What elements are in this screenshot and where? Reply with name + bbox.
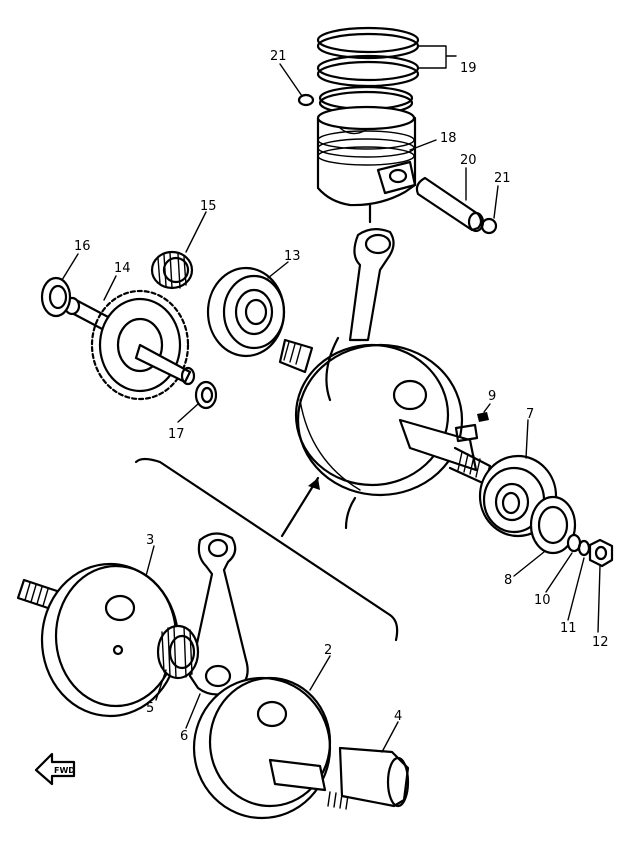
callout-5: 5 xyxy=(146,701,154,716)
nut-12 xyxy=(588,538,614,568)
callout-9: 9 xyxy=(488,389,496,404)
lockwasher-11 xyxy=(577,539,591,557)
callout-11: 11 xyxy=(560,621,577,636)
bearing-left xyxy=(206,266,286,358)
callout-6: 6 xyxy=(180,729,188,744)
leader-lines xyxy=(61,45,601,753)
piston-rings xyxy=(316,26,420,116)
callout-19: 19 xyxy=(460,61,477,76)
forward-arrow-icon: FWD xyxy=(34,752,75,786)
piston xyxy=(316,105,417,224)
primary-drive-gear xyxy=(63,289,196,401)
spacer-washer xyxy=(40,276,72,318)
callout-21-right: 21 xyxy=(494,171,511,186)
callout-21-left: 21 xyxy=(270,49,287,64)
callout-4: 4 xyxy=(394,709,402,724)
thrust-washer xyxy=(194,380,218,410)
callout-15: 15 xyxy=(200,199,217,214)
crank-pin-bearing xyxy=(156,624,200,680)
circlip-left xyxy=(297,93,315,107)
callout-7: 7 xyxy=(526,407,534,422)
callout-3: 3 xyxy=(146,533,154,548)
oil-seal xyxy=(529,495,577,555)
callout-12: 12 xyxy=(592,635,609,650)
forward-arrow-label: FWD xyxy=(54,766,75,775)
callout-17: 17 xyxy=(168,427,185,442)
crank-half-left xyxy=(16,562,180,718)
connecting-rod-lower xyxy=(188,532,249,696)
callout-8: 8 xyxy=(504,573,512,588)
callout-20: 20 xyxy=(460,153,477,168)
crank-pin-4 xyxy=(338,746,410,808)
callout-14: 14 xyxy=(114,261,131,276)
assembly-bracket xyxy=(134,457,399,642)
callout-13: 13 xyxy=(284,249,301,264)
callout-labels: 21 19 18 20 21 15 16 14 13 17 9 7 8 10 1… xyxy=(74,49,609,744)
callout-2: 2 xyxy=(324,643,332,658)
needle-bearing-small xyxy=(150,250,194,290)
circlip-right xyxy=(480,217,498,235)
callout-18: 18 xyxy=(440,131,457,146)
callout-16: 16 xyxy=(74,239,91,254)
piston-pin xyxy=(415,176,485,233)
crank-half-right xyxy=(192,676,349,820)
crankshaft-assembly xyxy=(278,228,492,497)
callout-10: 10 xyxy=(534,593,551,608)
